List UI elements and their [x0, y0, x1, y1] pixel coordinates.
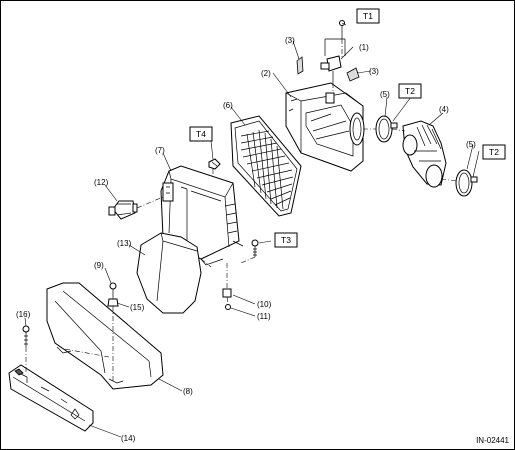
callout-10: (10)	[257, 300, 272, 309]
svg-text:T1: T1	[363, 11, 373, 21]
callout-15: (15)	[130, 303, 145, 312]
callout-4: (4)	[439, 105, 449, 114]
leader-lines	[24, 22, 480, 438]
assembly-center-lines	[25, 39, 458, 383]
clamp-band-right	[455, 169, 478, 197]
callout-14: (14)	[121, 434, 136, 443]
callout-5-left: (5)	[380, 90, 390, 99]
callout-2: (2)	[261, 69, 271, 78]
callout-5-right: (5)	[466, 140, 476, 149]
callout-8: (8)	[183, 387, 193, 396]
grommet-15	[107, 298, 119, 307]
callout-3-right: (3)	[369, 67, 379, 76]
torque-tag-t2-right: T2	[482, 144, 506, 160]
clip-left	[296, 56, 304, 75]
svg-text:T2: T2	[405, 86, 415, 96]
callout-6: (6)	[223, 101, 233, 110]
connector-bracket	[108, 200, 138, 220]
callout-11: (11)	[257, 312, 271, 321]
bolt-9	[109, 282, 117, 297]
callout-16: (16)	[16, 310, 31, 319]
svg-text:T4: T4	[196, 129, 206, 139]
callout-labels: (1) (2) (3) (3) (4) (5) (5) (6) (7) (8) …	[16, 36, 476, 443]
torque-tag-t2-left: T2	[398, 83, 422, 99]
clip-right	[346, 67, 360, 82]
nut	[225, 304, 231, 310]
air-cleaner-element	[230, 115, 302, 217]
grommet-t4	[208, 158, 221, 170]
clamp-band-left	[375, 115, 398, 143]
torque-tag-t3: T3	[274, 232, 298, 248]
callout-7: (7)	[155, 146, 165, 155]
resonator-chamber	[136, 232, 202, 314]
air-intake-cover	[46, 282, 164, 390]
callout-13: (13)	[117, 239, 132, 248]
air-cleaner-lower-case	[160, 165, 244, 266]
callout-12: (12)	[94, 178, 109, 187]
air-cleaner-upper-case	[285, 82, 365, 172]
bolt-16	[22, 325, 30, 347]
torque-tag-t1: T1	[356, 8, 380, 24]
under-cover	[8, 364, 94, 432]
figure-code: IN-02441	[476, 436, 509, 445]
collar	[222, 288, 232, 298]
airflow-sensor	[320, 20, 346, 83]
callout-9: (9)	[94, 261, 104, 270]
callout-3-left: (3)	[285, 36, 295, 45]
svg-text:T3: T3	[281, 235, 291, 245]
callout-1: (1)	[359, 43, 369, 52]
bolt-t3	[251, 239, 259, 257]
torque-tag-t4: T4	[189, 126, 213, 142]
intake-duct	[402, 120, 447, 188]
svg-text:T2: T2	[489, 147, 499, 157]
